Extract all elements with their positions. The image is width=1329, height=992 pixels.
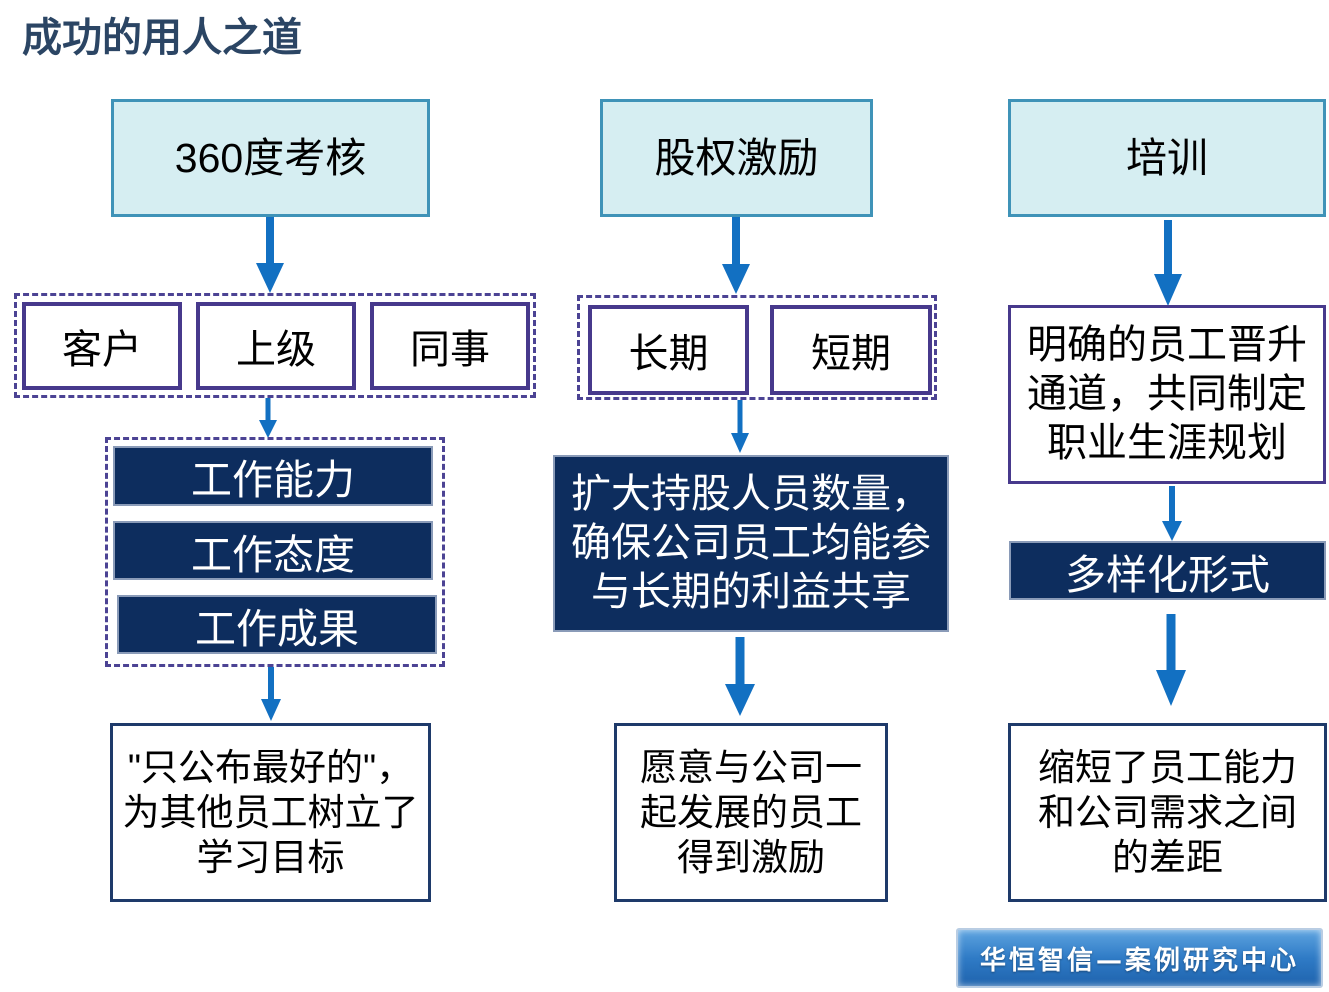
review-criteria-group: 工作能力 工作态度 工作成果: [105, 437, 445, 667]
outcome-line: 缩短了员工能力: [1038, 747, 1297, 788]
column-training: 培训 明确的员工晋升 通道，共同制定 职业生涯规划 多样化形式 缩短了员工能力 …: [1008, 99, 1327, 902]
criteria-bar-ability: 工作能力: [113, 446, 433, 506]
arrow-path-to-form: [1162, 486, 1182, 541]
measure-line: 与长期的利益共享: [591, 570, 911, 614]
column-equity-incentive-arrows: [722, 217, 755, 716]
criteria-label: 工作能力: [191, 457, 355, 503]
column-360-review-arrows: [256, 217, 284, 721]
outcome-line: 学习目标: [196, 837, 345, 878]
form-label: 多样化形式: [1065, 551, 1270, 598]
footer-logo-text: 华恒智信—案例研究中心: [979, 945, 1299, 976]
outcome-line: 起发展的员工: [640, 792, 862, 833]
form-bar-diverse: 多样化形式: [1009, 541, 1326, 600]
outcome-line: 为其他员工树立了: [122, 792, 419, 833]
arrow-form-to-outcome: [1156, 614, 1186, 706]
header-box-360-review: 360度考核: [111, 99, 430, 217]
term-box-long: 长期: [588, 305, 749, 395]
source-label: 同事: [410, 328, 490, 372]
criteria-bar-results: 工作成果: [117, 595, 437, 654]
page-title: 成功的用人之道: [22, 16, 302, 60]
measure-line: 确保公司员工均能参: [571, 521, 931, 565]
measure-line: 扩大持股人员数量，: [571, 472, 931, 516]
arrow-header-to-path: [1154, 220, 1182, 306]
source-box-superior: 上级: [196, 302, 356, 390]
measure-box-career-path: 明确的员工晋升 通道，共同制定 职业生涯规划: [1008, 305, 1326, 484]
arrow-sources-to-criteria: [259, 398, 277, 438]
outcome-box-training: 缩短了员工能力 和公司需求之间 的差距: [1008, 723, 1327, 902]
equity-terms-group: 长期 短期: [577, 295, 937, 400]
outcome-line: 愿意与公司一: [640, 747, 862, 788]
outcome-box-equity: 愿意与公司一 起发展的员工 得到激励: [614, 723, 888, 902]
outcome-box-360-review: "只公布最好的"， 为其他员工树立了 学习目标: [110, 723, 431, 902]
term-label: 长期: [628, 332, 709, 376]
footer-logo: 华恒智信—案例研究中心: [956, 928, 1323, 988]
criteria-bar-attitude: 工作态度: [113, 521, 433, 580]
header-label: 培训: [1126, 135, 1208, 181]
column-360-review: 360度考核 客户 上级 同事 工作能力 工作态度 工作成果: [14, 99, 536, 902]
source-box-customer: 客户: [22, 302, 182, 390]
header-box-training: 培训: [1008, 99, 1326, 217]
header-label: 360度考核: [174, 135, 367, 181]
outcome-line: "只公布最好的"，: [127, 747, 414, 788]
column-training-arrows: [1154, 220, 1186, 706]
review-sources-group: 客户 上级 同事: [14, 293, 536, 398]
arrow-header-to-sources: [256, 217, 284, 293]
arrow-criteria-to-outcome: [261, 667, 281, 721]
arrow-terms-to-measure: [731, 400, 749, 453]
criteria-label: 工作成果: [195, 605, 359, 652]
arrow-header-to-terms: [722, 217, 750, 294]
term-label: 短期: [811, 332, 891, 376]
outcome-line: 的差距: [1112, 837, 1223, 878]
header-label: 股权激励: [654, 135, 819, 181]
header-box-equity-incentive: 股权激励: [600, 99, 873, 217]
arrow-measure-to-outcome: [725, 637, 755, 716]
source-box-peer: 同事: [370, 302, 530, 390]
measure-box-equity: 扩大持股人员数量， 确保公司员工均能参 与长期的利益共享: [553, 455, 949, 632]
criteria-label: 工作态度: [191, 531, 355, 578]
column-equity-incentive: 股权激励 长期 短期 扩大持股人员数量， 确保公司员工均能参 与长期的利益共享 …: [553, 99, 949, 902]
path-line: 职业生涯规划: [1047, 421, 1287, 465]
outcome-line: 和公司需求之间: [1038, 792, 1297, 833]
outcome-line: 得到激励: [677, 837, 825, 878]
term-box-short: 短期: [770, 305, 932, 395]
path-line: 明确的员工晋升: [1027, 323, 1307, 367]
source-label: 上级: [236, 328, 316, 372]
path-line: 通道，共同制定: [1027, 372, 1307, 416]
source-label: 客户: [62, 328, 142, 372]
